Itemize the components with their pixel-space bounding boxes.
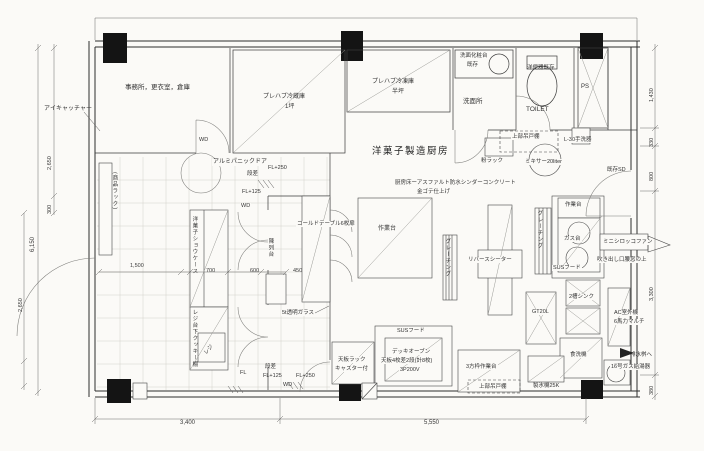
label-fl125-bottom: FL+125 [263,373,282,379]
dim-inner-700: 700 [206,268,216,274]
fixture-label-hand-basin: L-30手洗器 [563,137,593,144]
fixture-label-dishwasher: 食洗機 [569,352,588,359]
label-fl-bottom: FL [240,370,247,376]
fixture-label-deck-oven-line3: 3P200V [399,367,421,374]
fixture-label-toilet-existing: 洋便器既存 [527,65,555,71]
label-wd-top: WD [199,137,209,143]
room-label-office: 事務所，更衣室，倉庫 [125,84,190,91]
dimension-lines [20,17,659,424]
label-fl250-top: FL+250 [268,165,287,171]
floor-spec-note-line2: 金ゴテ仕上げ [417,189,451,195]
fixture-label-hanging-cupboard-bottom: 上部吊戸棚 [478,384,508,391]
dim-right-330: 330 [649,137,655,147]
label-fl250-bottom: FL+250 [296,373,315,379]
fixture-label-display-stand: 陳列台 [267,238,274,258]
room-label-prefab-freezer-size: 半坪 [392,89,405,95]
columns [103,31,603,403]
fixture-label-flour-rack: 粉ラック [481,158,504,164]
fixture-label-gas-stove: ガス台 [563,236,582,243]
dim-left-total: 6,150 [30,236,36,252]
kitchen-title: 洋菓子製造厨房 [372,146,450,157]
fixture-label-hanging-cupboard-top: 上部吊戸棚 [511,134,541,141]
label-wd-mid: WD [240,203,252,210]
fixture-label-grating-left: グレーチング [444,238,451,277]
fixture-label-grating-right: グレーチング [536,210,543,249]
fixture-label-grease-trap: GT20L [531,309,550,316]
fixture-label-sus-hood-right: SUSフード [552,265,582,272]
dim-right-3300: 3,300 [649,287,655,301]
fixture-label-cold-table: コールドテーブル6枚扉 [296,221,356,228]
label-eye-catcher: アイキャッチャー [44,106,92,112]
dim-left-small: 300 [47,204,53,214]
fixture-label-mini-sirocco-fan: ミニシロッコファン [602,239,654,246]
fixture-label-ac-unit-line2: 6馬力マルチ [613,319,646,326]
fixture-label-vanity-note: 既存 [467,62,479,68]
fixture-label-deck-oven-line2: 天板4枚差2段(計8枚) [380,358,434,365]
label-fl125-top: FL+125 [242,189,261,195]
fixture-label-mixer: ミキサー20liter [524,159,563,166]
room-label-toilet: TOILET [526,106,549,113]
label-step-top: 段差 [247,171,259,177]
fixture-label-top-rack-line2: キャスター付 [334,366,370,373]
fixture-label-top-rack-line1: 天板ラック [337,357,367,364]
dim-right-380: 380 [649,385,655,395]
label-panic-door: アルミパニックドア [212,159,269,166]
dim-right-800: 800 [649,171,655,181]
note-fan-outlet: 吹き出し口腰窓の上 [596,257,648,264]
floor-spec-note-line1: 厨房床ーアスファルト防水シンダーコンクリート [395,180,516,186]
interior-walls [95,47,637,390]
dim-bottom-left: 3,400 [180,420,196,426]
dim-left-lower: 2,650 [18,298,24,312]
dim-inner-1500: 1,500 [130,263,144,269]
dim-bottom-right: 5,550 [424,420,440,426]
room-label-prefab-fridge: プレハブ冷蔵庫 [263,94,306,100]
door-arcs [16,95,632,393]
fixture-label-product-rack: (商品ラック) [111,172,118,211]
dim-left-upper: 2,650 [47,156,53,170]
room-label-prefab-freezer: プレハブ冷凍庫 [372,79,415,85]
fixture-label-work-table-right: 作業台 [564,202,583,209]
fixture-label-ac-unit-line1: AC室外機 [613,310,640,317]
label-step-bottom: 段差 [265,364,277,370]
fixture-label-ice-maker: 製氷機25K [532,383,561,390]
fixture-label-work-table-center: 作業台 [378,226,397,232]
label-wd-bottom: WD [283,382,293,388]
dim-inner-450: 450 [293,268,303,274]
room-label-washroom: 洗面所 [463,98,483,105]
fixture-label-showcase: 洋菓子ショウケース [191,216,198,275]
fixture-label-frame-work-table: 3方枠作業台 [465,364,498,371]
dim-inner-600: 600 [250,268,260,274]
fixture-label-two-bowl-sink: 2槽シンク [568,294,596,301]
fixture-label-deck-oven-line1: デッキオーブン [391,349,432,356]
note-to-drain: 排水桝へ [630,352,653,358]
room-label-ps: PS [581,84,590,90]
annotation-lines [83,111,330,394]
fixture-label-vanity: 洗面化粧台 [460,53,488,59]
room-label-prefab-fridge-size: 1坪 [285,104,295,110]
fixture-label-gas-water-heater: 16号ガス給湯器 [610,364,652,371]
label-existing-sd: 既存SD [607,167,626,173]
label-glass-partition: 5t透明ガラス [281,310,315,317]
fixture-label-register-cookie-shelf: レジ台下クッキー棚 [191,309,198,368]
fixture-label-sus-hood-bottom: SUSフード [397,328,425,334]
fixture-label-reverse-sheeter: リバースシーター [467,257,513,264]
dim-right-1430: 1,430 [649,88,655,102]
